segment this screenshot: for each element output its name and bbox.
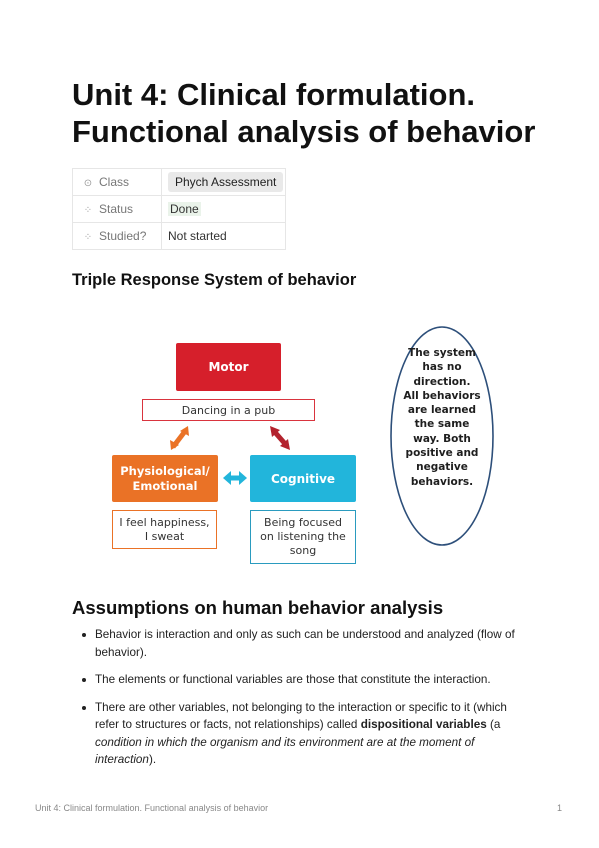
note-line: negative <box>416 461 468 474</box>
note-line: are learned <box>407 404 477 417</box>
assumptions-list: Behavior is interaction and only as such… <box>76 626 532 779</box>
triple-response-diagram: Motor Dancing in a pub Physiological/Emo… <box>105 322 500 572</box>
status-icon: ⁘ <box>83 232 93 243</box>
cognitive-example-line: Being focused <box>264 516 342 529</box>
property-row-class: ⊙ Class Phych Assessment <box>72 168 286 196</box>
system-note: The system has no direction. All behavio… <box>394 346 490 489</box>
property-row-studied: ⁘ Studied? Not started <box>72 222 286 250</box>
studied-value[interactable]: Not started <box>168 229 227 243</box>
note-line: positive and <box>405 447 479 460</box>
motor-example-box: Dancing in a pub <box>142 399 315 421</box>
cognitive-example-line: song <box>289 544 317 557</box>
arrow-icon <box>270 426 290 450</box>
status-value[interactable]: Done <box>168 202 201 216</box>
physiological-line: Physiological/ <box>120 463 210 478</box>
physiological-example-line: I feel happiness, <box>119 515 210 529</box>
section-heading-triple-response: Triple Response System of behavior <box>72 271 357 289</box>
arrow-icon <box>170 426 189 450</box>
note-line: The system <box>408 347 476 359</box>
motor-box: Motor <box>176 343 281 391</box>
select-icon: ⊙ <box>83 178 93 189</box>
list-item: Behavior is interaction and only as such… <box>76 626 532 661</box>
list-item: The elements or functional variables are… <box>76 671 532 689</box>
arrow-icon <box>223 471 247 485</box>
note-line: way. Both <box>413 432 471 445</box>
property-label: Status <box>99 202 134 216</box>
cognitive-box: Cognitive <box>250 455 356 502</box>
property-label: Class <box>99 175 130 189</box>
note-oval <box>390 326 494 546</box>
bold-term: dispositional variables <box>360 718 487 731</box>
note-line: behaviors. <box>410 475 474 488</box>
page-title: Unit 4: Clinical formulation. Functional… <box>72 77 536 149</box>
class-tag[interactable]: Phych Assessment <box>168 172 284 192</box>
property-row-status: ⁘ Status Done <box>72 195 286 223</box>
note-line: has no <box>422 361 462 374</box>
note-line: All behaviors <box>403 389 481 402</box>
cognitive-example-line: on listening the <box>260 530 346 543</box>
note-line: the same <box>414 418 470 431</box>
property-label: Studied? <box>99 229 147 243</box>
note-line: direction. <box>413 375 471 388</box>
page-number: 1 <box>557 803 563 813</box>
section-heading-assumptions: Assumptions on human behavior analysis <box>72 597 444 618</box>
list-item: There are other variables, not belonging… <box>76 699 532 769</box>
physiological-line: Emotional <box>132 478 198 493</box>
physiological-box: Physiological/Emotional <box>112 455 218 502</box>
footer-title: Unit 4: Clinical formulation. Functional… <box>35 803 269 813</box>
physiological-example-line: I sweat <box>144 529 185 543</box>
physiological-example-box: I feel happiness,I sweat <box>112 510 217 549</box>
properties-table: ⊙ Class Phych Assessment ⁘ Status Done ⁘ St… <box>72 168 286 250</box>
status-icon: ⁘ <box>83 205 93 216</box>
italic-phrase: condition in which the organism and its … <box>95 735 475 767</box>
